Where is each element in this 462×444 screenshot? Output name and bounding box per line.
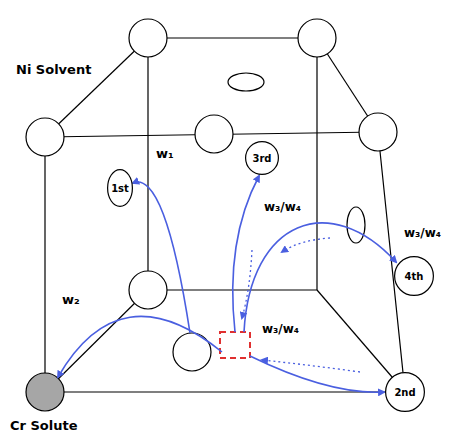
neighbor-number: 2nd <box>394 387 415 398</box>
atom-shape <box>395 257 434 296</box>
atom-shape <box>108 170 133 207</box>
vacancy-site <box>220 332 250 358</box>
atom-shape <box>386 373 425 412</box>
cube-edges <box>45 38 405 392</box>
jump-arrows <box>58 176 396 392</box>
jump-frequency-label: w₁ <box>156 146 174 161</box>
atom-circle: 4th <box>394 256 434 296</box>
neighbor-number: 3rd <box>252 153 271 164</box>
atom-circle: 1st <box>107 169 133 207</box>
atom-circle: 2nd <box>385 372 425 412</box>
neighbor-number: 4th <box>405 271 424 282</box>
atom-circle: 3rd <box>245 141 279 175</box>
jump-frequency-label: w₃/w₄ <box>262 322 299 336</box>
return-arrows <box>242 238 360 372</box>
jump-frequency-label: w₃/w₄ <box>264 200 301 214</box>
species-label: Ni Solvent <box>16 62 91 77</box>
jump-frequency-label: w₃/w₄ <box>404 226 441 240</box>
species-label: Cr Solute <box>10 418 78 433</box>
atom-shape <box>246 142 279 175</box>
jump-frequency-label: w₂ <box>62 292 80 307</box>
neighbor-number: 1st <box>111 183 129 194</box>
cr-solute-atom <box>26 373 64 411</box>
